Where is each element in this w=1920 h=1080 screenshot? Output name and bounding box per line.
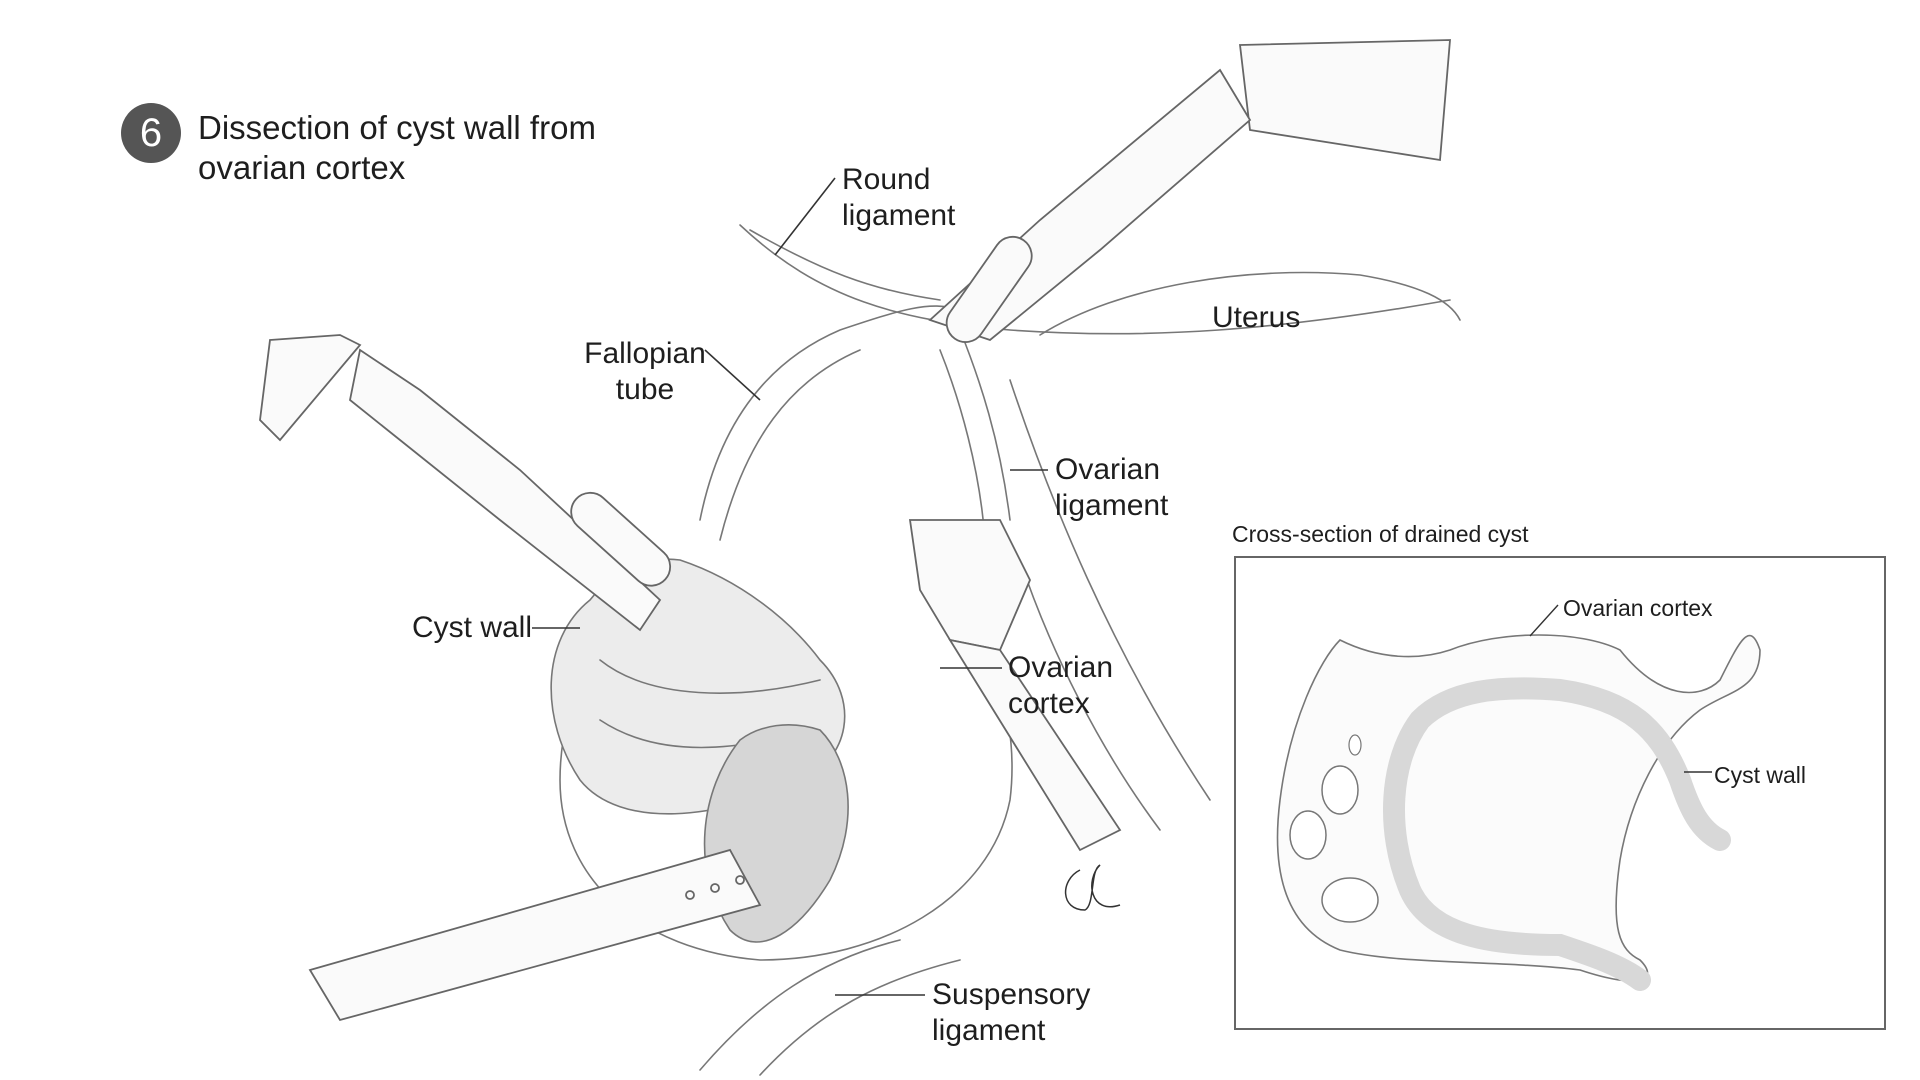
inset-leader-ovarian-cortex: [1529, 604, 1559, 637]
left-grasper-jaw: [349, 348, 662, 632]
inset-follicle: [1289, 810, 1327, 860]
round-ligament: [749, 229, 941, 301]
ovarian-ligament-inner: [939, 349, 986, 541]
inset-label-ovarian-cortex: Ovarian cortex: [1563, 595, 1713, 621]
fallopian-tube-inner: [719, 349, 861, 541]
figure-title-line2: ovarian cortex: [198, 149, 406, 186]
suspensory-ligament-lower: [759, 959, 961, 1076]
inset-follicle: [1348, 734, 1362, 756]
left-grasper-window: [570, 491, 672, 587]
label-cyst-wall: Cyst wall: [412, 611, 533, 644]
label-fallopian-tube: Fallopian tube: [584, 337, 706, 406]
ovarian-ligament: [959, 329, 1011, 521]
lower-right-grasper-shaft: [948, 638, 1122, 852]
figure-title-line1: Dissection of cyst wall from: [198, 109, 596, 146]
inset-drawing: [1276, 604, 1761, 991]
probe-hole: [685, 890, 695, 900]
leader-fallopian-tube: [704, 349, 761, 401]
inset-follicle: [1321, 765, 1359, 815]
label-uterus: Uterus: [1212, 301, 1301, 334]
leader-round-ligament: [774, 177, 836, 256]
uterus-outline-lower: [1009, 379, 1211, 801]
inset-caption: Cross-section of drained cyst: [1232, 521, 1529, 547]
lower-right-grasper: [908, 519, 1031, 652]
label-ovarian-cortex: Ovarian cortex: [1008, 651, 1114, 720]
sidewall-line: [1019, 559, 1161, 831]
lower-probe: [308, 848, 762, 1022]
step-number-badge: 6: [121, 103, 181, 163]
label-suspensory-ligament: Suspensory ligament: [932, 978, 1091, 1047]
inset-frame: [1234, 556, 1886, 1030]
right-grasper-window: [945, 235, 1033, 343]
inset-cyst-wall: [1382, 677, 1731, 991]
label-round-ligament: Round ligament: [842, 163, 956, 232]
figure-title: Dissection of cyst wall from ovarian cor…: [198, 108, 596, 188]
uterus-outline: [1039, 271, 1461, 336]
suspensory-ligament: [699, 939, 901, 1071]
pelvic-contour: [739, 224, 1451, 335]
probe-hole: [710, 883, 720, 893]
probe-hole: [735, 875, 745, 885]
left-grasper-shaft: [259, 334, 362, 442]
label-ovarian-ligament: Ovarian ligament: [1055, 453, 1169, 522]
artist-signature: [1064, 864, 1121, 911]
cyst-wall-fold: [599, 659, 821, 694]
inset-follicle: [1321, 877, 1379, 923]
fallopian-tube: [699, 305, 961, 521]
right-grasper-shaft: [1238, 39, 1451, 162]
inset-label-cyst-wall: Cyst wall: [1714, 762, 1807, 788]
